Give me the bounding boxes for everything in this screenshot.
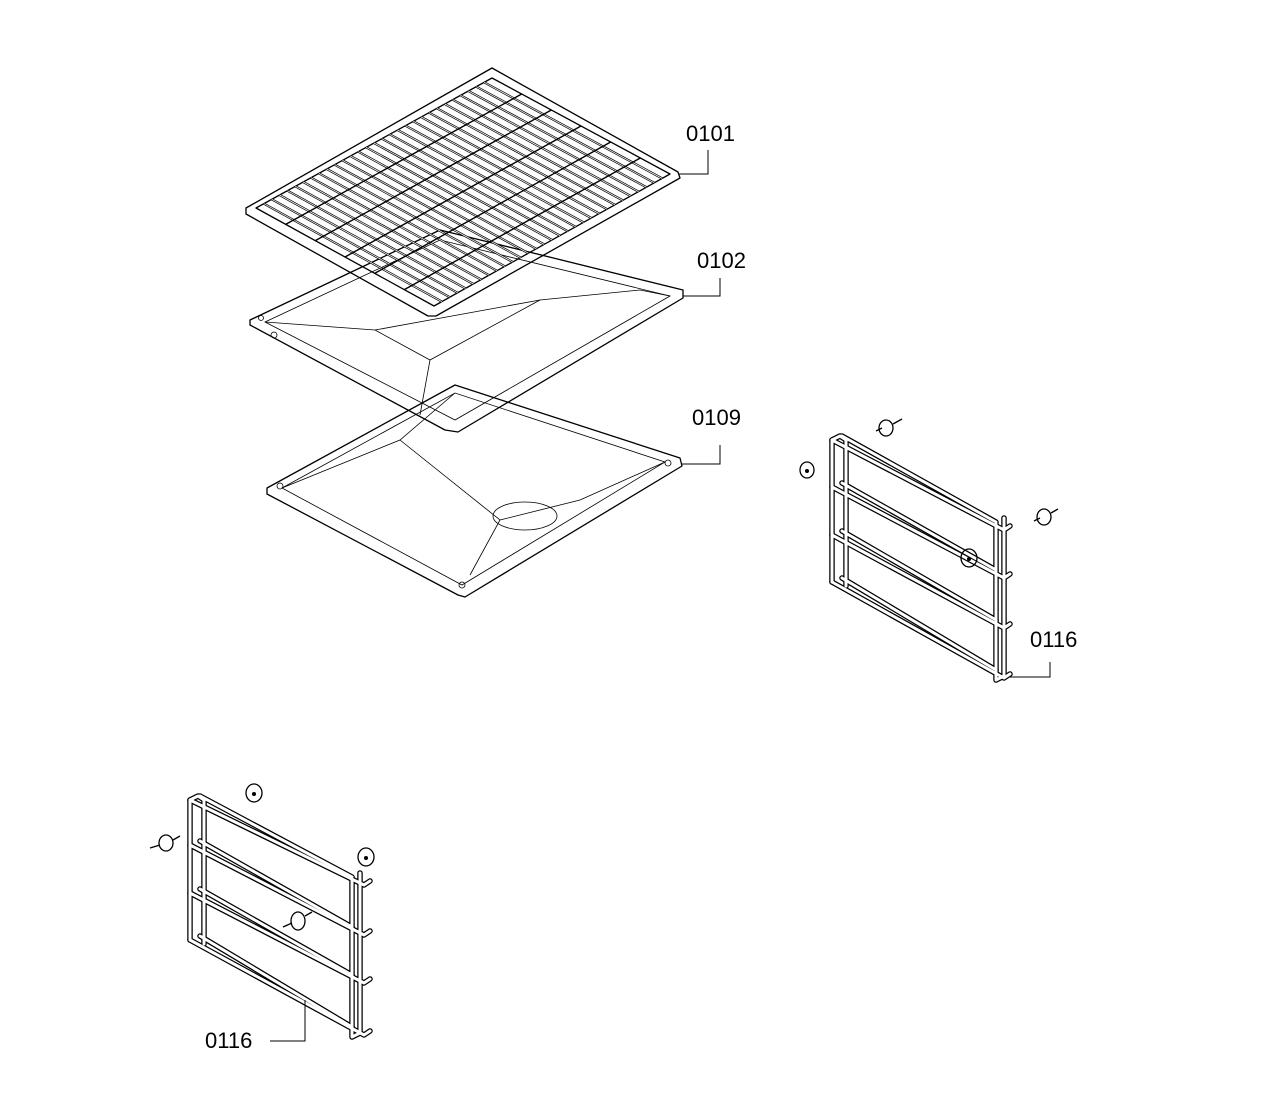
part-0116-left-shelf-support[interactable] [187,793,373,1040]
nut-icon [799,461,815,479]
rack-crossbar [374,141,612,274]
part-0102-tray[interactable] [249,229,684,433]
part-label-0116-left[interactable]: 0116 [205,1028,252,1053]
nut-icon [357,847,375,867]
support-wire-highlight [188,891,372,985]
leader-line-0116-left [270,1000,306,1042]
support-wire-highlight [840,481,998,572]
rack-crossbar [285,93,523,225]
part-label-0101[interactable]: 0101 [686,121,735,146]
bolt-icon [875,418,903,437]
support-wire [187,793,207,947]
nut-icon [960,548,978,568]
part-label-0102[interactable]: 0102 [697,248,746,273]
support-wire-highlight [840,529,998,622]
support-wire [829,433,849,589]
leader-line-0116-right [1010,662,1051,678]
support-wire-highlight [350,871,362,1039]
rack-crossbar [344,125,582,258]
support-wire-highlight [198,794,354,879]
bolt-icon [1033,508,1059,526]
support-wire-highlight [830,533,1012,630]
nut-icon [245,783,263,803]
part-label-0116-right[interactable]: 0116 [1030,627,1077,652]
support-wire-highlight [830,485,1012,580]
leader-line-0102 [683,278,721,297]
support-wire-highlight [198,839,354,929]
rack-crossbar [314,109,552,242]
support-wire-highlight [830,438,1012,532]
leader-line-0109 [682,445,721,465]
bolt-icon [149,834,181,852]
part-0109-tray[interactable] [266,384,683,598]
part-0101-wire-rack[interactable] [245,67,681,317]
support-wire-highlight [830,580,1012,680]
support-wire-highlight [198,887,354,977]
support-wire-highlight [188,798,372,887]
support-wire-highlight [840,434,998,524]
leader-line-0101 [678,150,709,175]
bolt-icon [282,911,313,931]
support-wire-highlight [198,934,354,1029]
support-wire-highlight [188,843,372,937]
part-0116-right-shelf-support[interactable] [829,433,1013,683]
support-wire-highlight [994,516,1006,682]
support-wire-highlight [840,576,998,672]
part-label-0109[interactable]: 0109 [692,405,741,430]
rack-crossbar [403,157,641,291]
support-wire-highlight [188,938,372,1037]
